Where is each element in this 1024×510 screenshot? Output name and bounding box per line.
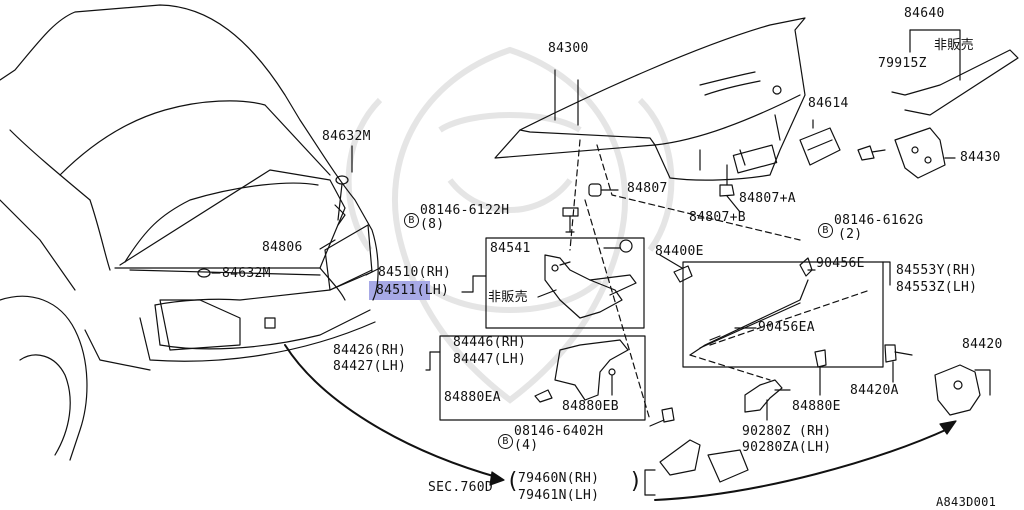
- label-84632m-top: 84632M: [322, 129, 371, 144]
- label-84807b: 84807+B: [689, 210, 746, 225]
- label-84541: 84541: [490, 241, 531, 256]
- trunk-lid: [494, 17, 806, 181]
- label-84300: 84300: [548, 41, 589, 56]
- label-84807: 84807: [627, 181, 668, 196]
- label-84511[interactable]: 84511(LH): [376, 283, 450, 298]
- brace-icon: (: [506, 469, 520, 494]
- label-84420: 84420: [962, 337, 1003, 352]
- label-84430: 84430: [960, 150, 1001, 165]
- label-84510: 84510(RH): [378, 265, 452, 280]
- label-sec-760d: SEC.760D: [428, 480, 494, 495]
- label-84553y: 84553Y(RH): [896, 263, 978, 278]
- label-84553z: 84553Z(LH): [896, 280, 978, 295]
- label-hihanbai-top: 非販売: [934, 38, 974, 53]
- label-90456ea: 90456EA: [758, 320, 815, 335]
- label-90456e: 90456E: [816, 256, 865, 271]
- label-hihanbai-mid: 非販売: [488, 290, 528, 305]
- label-84880e: 84880E: [792, 399, 841, 414]
- label-90280z: 90280Z (RH): [742, 424, 832, 439]
- label-84632m-mid: 84632M: [222, 266, 271, 281]
- car-body: [0, 4, 379, 461]
- hinge-assembly: [544, 239, 637, 319]
- label-bolt-08146-6122h-qty: (8): [420, 217, 445, 232]
- label-84447: 84447(LH): [453, 352, 527, 367]
- label-84806: 84806: [262, 240, 303, 255]
- label-84807a: 84807+A: [739, 191, 796, 206]
- watermark-crest: [345, 46, 675, 404]
- diagram-code: A843D001: [936, 495, 997, 509]
- label-84640: 84640: [904, 6, 945, 21]
- label-79461n: 79461N(LH): [518, 488, 600, 503]
- label-90280za: 90280ZA(LH): [742, 440, 832, 455]
- label-84427: 84427(LH): [333, 359, 407, 374]
- assembly-centerlines: [569, 139, 871, 421]
- label-84420a: 84420A: [850, 383, 899, 398]
- label-84880eb: 84880EB: [562, 399, 619, 414]
- label-79915z: 79915Z: [878, 56, 927, 71]
- label-84446: 84446(RH): [453, 335, 527, 350]
- brace-close-icon: ): [629, 469, 643, 494]
- label-bolt-08146-6162g-qty: (2): [838, 227, 863, 242]
- label-84426: 84426(RH): [333, 343, 407, 358]
- label-84400e: 84400E: [655, 244, 704, 259]
- label-bolt-08146-6402h-qty: (4): [514, 438, 539, 453]
- label-79460n: 79460N(RH): [518, 471, 600, 486]
- label-84614: 84614: [808, 96, 849, 111]
- label-84880ea: 84880EA: [444, 390, 501, 405]
- part-highlight: [369, 281, 430, 300]
